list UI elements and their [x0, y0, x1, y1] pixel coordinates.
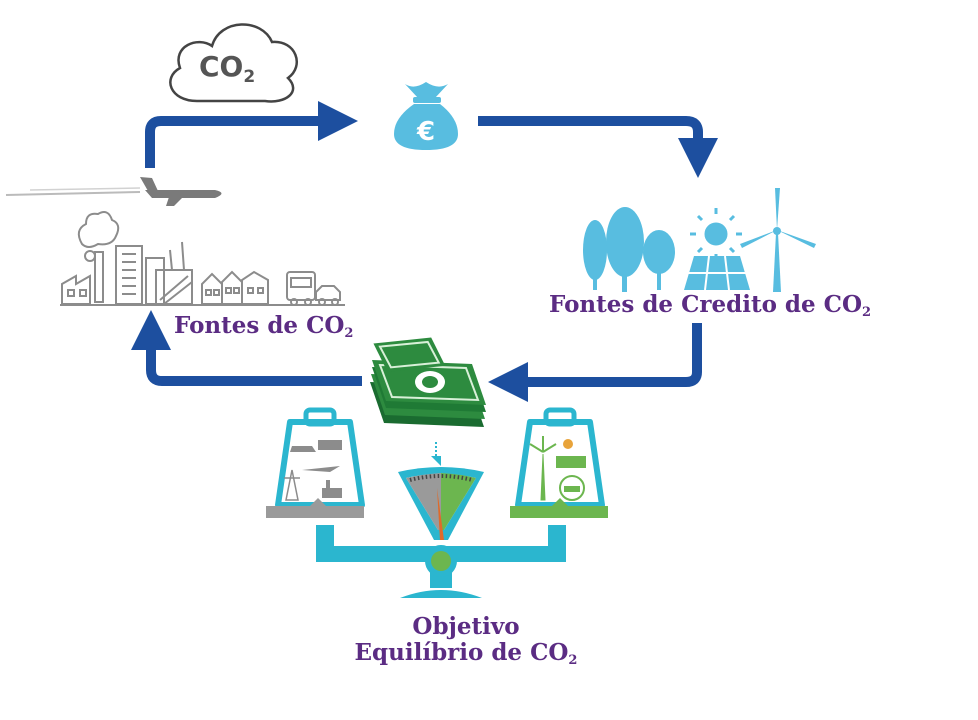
airplane-icon	[5, 177, 222, 206]
sources-label: Fontes de CO2	[174, 312, 354, 341]
balance-scale-icon	[266, 407, 608, 598]
green-energy-group	[583, 188, 816, 292]
sun-icon	[690, 208, 742, 260]
arrow-to-cash	[488, 323, 702, 402]
money-bag-icon	[394, 82, 458, 150]
cycle-arrows	[131, 101, 718, 402]
arrow-to-money-bag	[145, 101, 358, 168]
goal-line-1: Objetivo	[412, 613, 520, 640]
cash-stack-icon	[370, 337, 486, 427]
solar-panel-icon	[684, 255, 750, 291]
arrow-to-credit-sources	[478, 116, 718, 178]
goal-label: Objetivo Equilíbrio de CO2	[316, 613, 616, 669]
euro-symbol: €	[416, 117, 435, 147]
credit-sources-label: Fontes de Credito de CO2	[549, 291, 872, 320]
arrow-to-sources	[131, 310, 362, 386]
tree-icon	[583, 207, 675, 292]
cloud-text: CO2	[199, 50, 255, 87]
cloud-icon	[169, 23, 298, 103]
wind-turbine-icon	[740, 188, 816, 292]
factory-city-icon	[60, 211, 345, 306]
goal-line-2: Equilíbrio de CO2	[354, 639, 578, 669]
